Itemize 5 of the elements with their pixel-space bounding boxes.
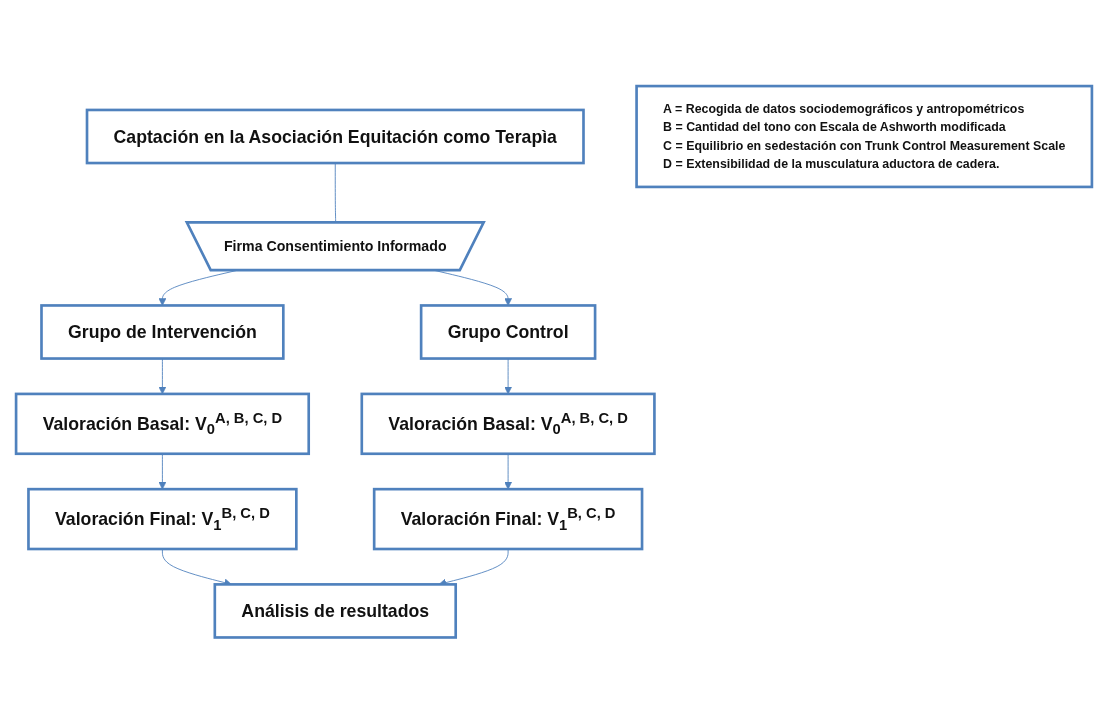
node-box: Grupo de Intervención [39,304,285,361]
node-box: A = Recogida de datos sociodemográficos y antropométricos B = Cantidad del tono con Escala de Ashworth modificada C = Equilibrio en sedestación con Trunk Control Measurement Scale D = Extensibilidad de la musculatura aductora de cadera. [634,84,1093,189]
node-box: Captación en la Asociación Equitación como Terapìa [85,108,585,165]
node-box: Análisis de resultados [213,583,457,639]
node-box: Grupo Control [419,304,596,361]
